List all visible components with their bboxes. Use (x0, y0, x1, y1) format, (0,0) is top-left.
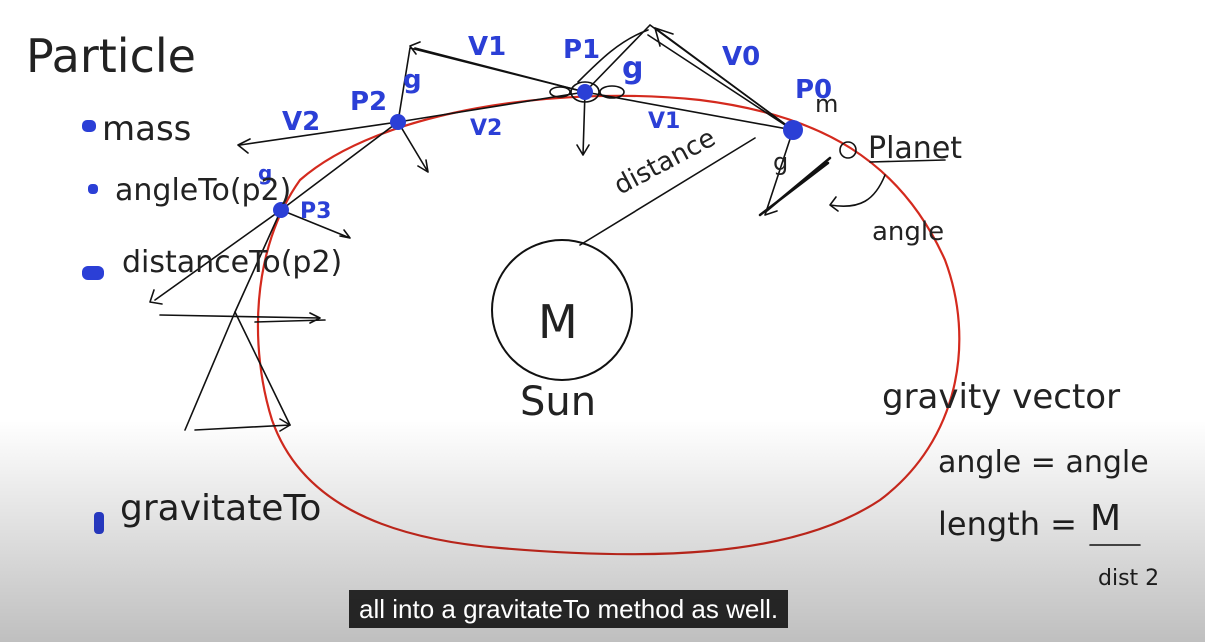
notes-length-label: length = (938, 505, 1077, 543)
small-m-label: m (815, 90, 838, 118)
label-v0: V0 (722, 42, 760, 72)
label-g-p3: g (258, 161, 272, 185)
label-g-p0: g (773, 148, 788, 176)
label-g-p2: g (403, 65, 422, 95)
sun-label: Sun (520, 379, 596, 425)
notes-angle-line: angle = angle (938, 445, 1149, 480)
distance-label: distance (609, 123, 720, 201)
orbit-path (256, 94, 961, 556)
property-angle-to: angleTo(p2) (115, 173, 291, 208)
label-p3: P3 (300, 199, 331, 224)
angle-label: angle (872, 217, 944, 247)
bullet-gravitate (94, 512, 104, 534)
point-p0 (783, 120, 803, 140)
sun-circle (491, 239, 633, 381)
point-p1 (577, 84, 593, 100)
label-g-p1: g (622, 51, 643, 86)
point-p3 (273, 202, 289, 218)
point-p2 (390, 114, 406, 130)
p1-orbit-rings (549, 29, 649, 103)
label-p0: P0 (795, 75, 832, 105)
notes-numerator: M (1090, 498, 1121, 539)
planet-symbol (839, 141, 857, 159)
gravity-arrows (280, 91, 886, 239)
planet-underline (869, 159, 946, 163)
label-v2-lower: V2 (470, 116, 502, 141)
bullet-angle (88, 184, 98, 194)
subtitle-caption: all into a gravitateTo method as well. (349, 590, 789, 628)
notes-denominator: dist 2 (1098, 566, 1159, 591)
property-gravitate-to: gravitateTo (120, 488, 321, 529)
label-p1: P1 (563, 35, 600, 65)
velocity-arrows (149, 27, 794, 432)
property-mass: mass (102, 109, 191, 149)
sun-mass-label: M (538, 295, 578, 349)
label-p2: P2 (350, 87, 387, 117)
notes-title: gravity vector (882, 377, 1120, 417)
label-v2: V2 (282, 107, 320, 137)
distance-line (579, 137, 756, 246)
bullet-distance (82, 266, 104, 280)
heading-particle: Particle (26, 29, 196, 83)
label-v1-lower: V1 (648, 109, 680, 134)
trajectory-lines (280, 91, 794, 211)
bullet-mass (82, 120, 96, 132)
property-distance-to: distanceTo(p2) (122, 245, 342, 280)
label-v1: V1 (468, 32, 506, 62)
